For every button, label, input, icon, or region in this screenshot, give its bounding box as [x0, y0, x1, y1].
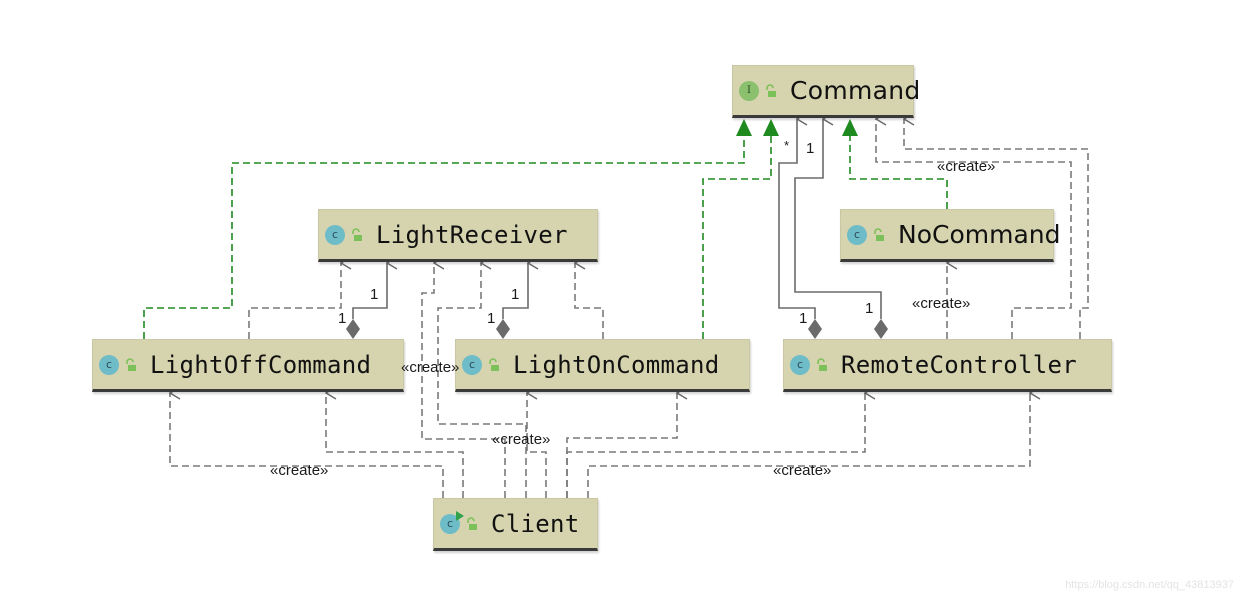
- realization-edge-nocommand: [849, 136, 948, 209]
- class-icon: c: [462, 354, 482, 375]
- multiplicity-label: 1: [338, 310, 347, 327]
- runnable-class-icon: c: [440, 510, 464, 534]
- class-name: Command: [790, 76, 921, 105]
- multiplicity-label: 1: [487, 310, 496, 327]
- class-icon: c: [325, 224, 345, 245]
- class-node-light-off-command[interactable]: c LightOffCommand: [92, 339, 404, 392]
- class-icon: c: [847, 224, 867, 245]
- composition-diamond: [874, 319, 888, 339]
- class-node-remote-controller[interactable]: c RemoteController: [783, 339, 1112, 392]
- lock-open-icon: [467, 516, 477, 530]
- class-node-light-on-command[interactable]: c LightOnCommand: [455, 339, 750, 392]
- lock-open-icon: [126, 357, 136, 371]
- composition-edge-one: [794, 119, 882, 319]
- dependency-client-lighton: [566, 393, 677, 498]
- realization-arrowhead: [736, 119, 752, 136]
- class-name: Client: [491, 509, 580, 538]
- lock-open-icon: [352, 227, 362, 241]
- multiplicity-label: *: [784, 138, 790, 153]
- class-name: LightOnCommand: [513, 350, 720, 379]
- multiplicity-label: 1: [370, 286, 379, 303]
- class-name: RemoteController: [841, 350, 1077, 379]
- stereotype-label: «create»: [773, 462, 832, 479]
- class-name: NoCommand: [898, 220, 1061, 249]
- composition-diamond: [346, 319, 360, 339]
- lock-open-icon: [817, 357, 827, 371]
- multiplicity-label: 1: [806, 140, 815, 157]
- realization-edge-lightoff: [143, 136, 745, 339]
- create-dependency-client-remote: [587, 393, 1030, 498]
- composition-edge-lightoff-receiver: [352, 263, 387, 319]
- class-name: LightOffCommand: [150, 350, 372, 379]
- class-node-client[interactable]: c Client: [433, 498, 598, 551]
- multiplicity-label: 1: [799, 310, 808, 327]
- realization-arrowhead: [763, 119, 779, 136]
- realization-arrowhead: [842, 119, 858, 136]
- multiplicity-label: 1: [511, 286, 520, 303]
- dependency-client-lightoff: [326, 393, 464, 498]
- interface-icon: I: [739, 80, 759, 101]
- class-node-command[interactable]: I Command: [732, 65, 920, 118]
- stereotype-label: «create»: [270, 462, 329, 479]
- lock-open-icon: [874, 227, 884, 241]
- dependency-remote-command: [904, 119, 1089, 339]
- class-name: LightReceiver: [376, 220, 568, 249]
- dependency-lighton-receiver: [575, 263, 604, 339]
- stereotype-label: «create»: [937, 158, 996, 175]
- create-dependency-client-lighton: [527, 393, 547, 498]
- realization-edge-lighton: [702, 136, 772, 339]
- stereotype-label: «create»: [912, 295, 971, 312]
- class-node-light-receiver[interactable]: c LightReceiver: [318, 209, 598, 262]
- create-dependency-client-lightoff: [170, 393, 444, 498]
- class-glyph: c: [446, 517, 454, 530]
- watermark: https://blog.csdn.net/qq_43813937: [1065, 579, 1234, 591]
- lock-open-icon: [489, 357, 499, 371]
- dependency-client-remote: [566, 393, 865, 498]
- create-dependency-remote-command: [876, 119, 1072, 339]
- composition-diamond: [496, 319, 510, 339]
- create-dependency-client-receiver: [421, 263, 506, 498]
- lock-open-icon: [766, 83, 776, 97]
- composition-edge-star: [778, 119, 816, 319]
- composition-diamond: [808, 319, 822, 339]
- stereotype-label: «create»: [401, 359, 460, 376]
- class-icon: c: [790, 354, 810, 375]
- dependency-client-receiver: [437, 263, 527, 498]
- class-node-no-command[interactable]: c NoCommand: [840, 209, 1061, 262]
- dependency-lightoff-receiver: [248, 263, 341, 339]
- composition-edge-lighton-receiver: [502, 263, 528, 319]
- run-icon: [456, 510, 464, 521]
- class-icon: c: [99, 354, 119, 375]
- multiplicity-label: 1: [865, 300, 874, 317]
- stereotype-label: «create»: [492, 431, 551, 448]
